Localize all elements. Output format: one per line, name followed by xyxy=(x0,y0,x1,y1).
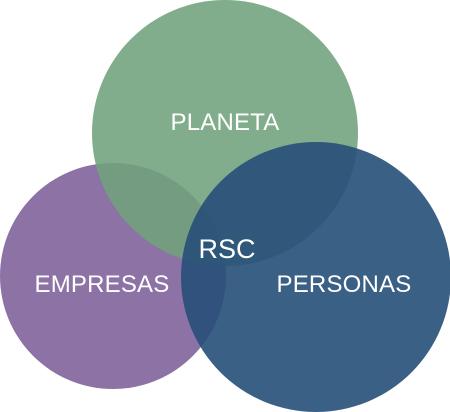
label-intersection: RSC xyxy=(198,234,255,264)
label-personas: PERSONAS xyxy=(277,271,412,298)
label-planeta: PLANETA xyxy=(171,109,280,136)
label-empresas: EMPRESAS xyxy=(35,271,170,298)
circle-personas xyxy=(181,142,450,412)
